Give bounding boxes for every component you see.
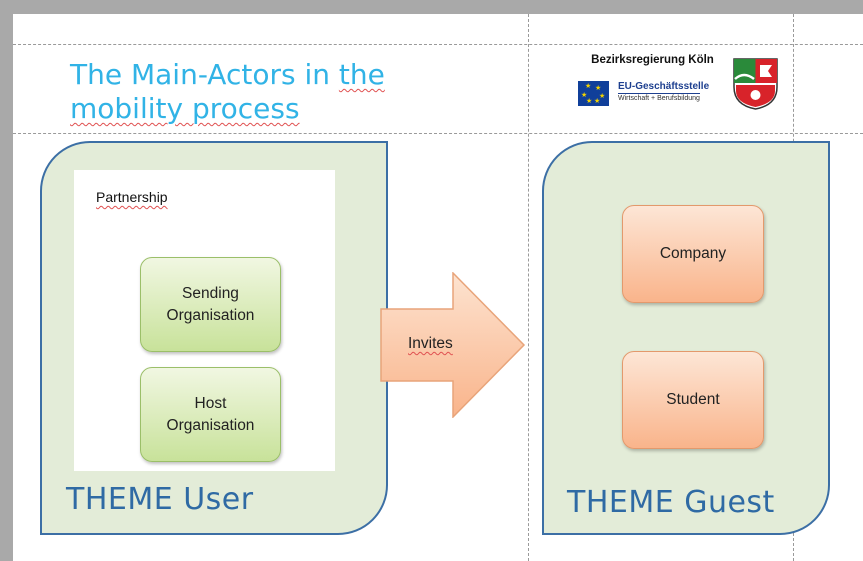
authority-logo: Bezirksregierung Köln [570,54,735,66]
host-organisation-box[interactable]: Host Organisation [140,367,281,462]
nrw-coat-of-arms-icon [733,58,778,110]
guide-line-horizontal-title [13,133,863,134]
sending-organisation-box[interactable]: Sending Organisation [140,257,281,352]
slide-canvas: The Main-Actors in the mobility process … [13,14,863,561]
office-sub: Wirtschaft + Berufsbildung [618,93,700,102]
title-line2: mobility process [70,92,300,125]
authority-name: Bezirksregierung Köln [591,54,714,66]
company-box[interactable]: Company [622,205,764,303]
office-name: EU-Geschäftsstelle [618,81,710,92]
theme-guest-panel [542,141,830,535]
invites-arrow[interactable] [380,272,526,418]
partnership-label-text: Partnership [96,189,168,205]
invites-label-text: Invites [408,335,453,352]
guide-line-horizontal-top [13,44,863,45]
theme-user-label: THEME User [66,482,254,517]
guide-line-vertical-center [528,14,529,561]
eu-flag-icon: ★★★ ★★★ [578,81,609,106]
partnership-label: Partnership [96,189,168,205]
theme-guest-label: THEME Guest [567,485,775,520]
slide-title: The Main-Actors in the mobility process [70,58,490,126]
title-line1-squiggle: the [338,58,385,91]
invites-label: Invites [408,335,453,353]
student-box[interactable]: Student [622,351,764,449]
title-line1-prefix: The Main-Actors in [70,58,339,91]
